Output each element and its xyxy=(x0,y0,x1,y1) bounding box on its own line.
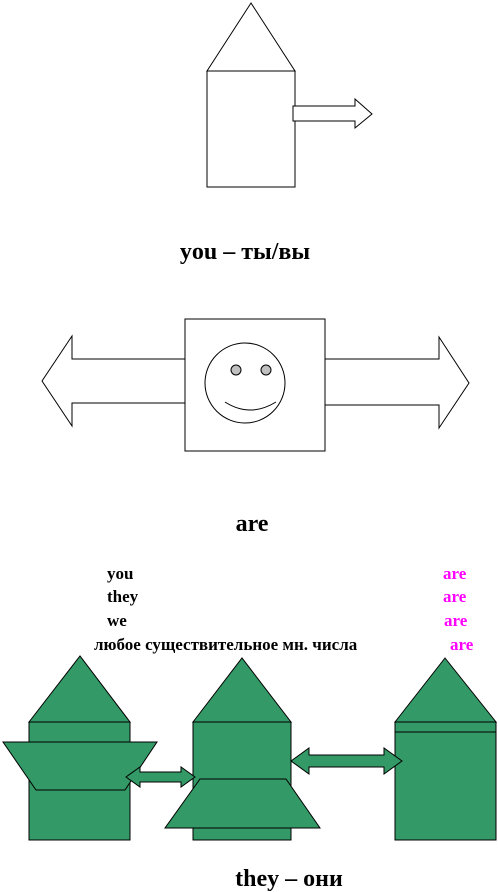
subject-we: we xyxy=(107,611,127,630)
house-you-body xyxy=(206,70,296,188)
green-arrow-1-2 xyxy=(125,766,196,788)
smiley-left-eye xyxy=(230,364,242,376)
green-house-3-body xyxy=(394,721,497,841)
green-house-2-roof xyxy=(191,657,293,723)
verb-are-they: are xyxy=(443,587,467,606)
verb-are-plural-noun: are xyxy=(450,635,474,654)
green-arrow-2-3 xyxy=(290,747,403,775)
green-house-3-roof xyxy=(393,657,498,723)
caption-you: you – ты/вы xyxy=(179,239,311,265)
green-house-2-trapezoid xyxy=(164,778,321,829)
caption-they: they – они xyxy=(235,866,343,892)
verb-are-we: are xyxy=(444,611,468,630)
green-house-2 xyxy=(164,657,321,841)
green-house-1-roof xyxy=(27,655,132,723)
green-houses xyxy=(2,655,498,841)
verb-are-you: are xyxy=(443,564,467,583)
arrow-right xyxy=(324,335,470,430)
smiley-mouth xyxy=(224,401,277,411)
house-you-roof xyxy=(206,2,296,72)
subject-they: they xyxy=(107,587,139,606)
green-house-1 xyxy=(2,655,158,841)
arrow-right-you xyxy=(292,97,373,130)
smiley-box-group xyxy=(41,318,470,452)
green-house-3 xyxy=(393,657,498,841)
smiley-right-eye xyxy=(260,364,272,376)
smiley-face xyxy=(204,342,286,424)
subject-plural-noun: любое существительное мн. числа xyxy=(94,635,358,654)
arrow-left xyxy=(41,334,186,428)
house-you xyxy=(206,2,373,188)
green-house-1-trapezoid xyxy=(2,741,158,791)
subject-you: you xyxy=(107,564,134,583)
caption-are: are xyxy=(235,511,269,537)
